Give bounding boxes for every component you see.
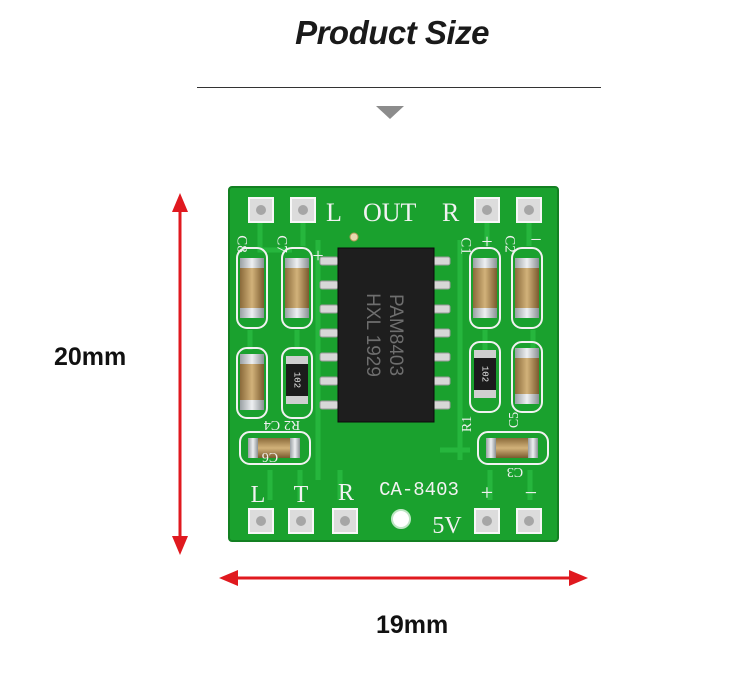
silk-R-top: R [442, 198, 460, 227]
resistors: 102 102 [286, 350, 496, 404]
silk-R1: R1 [460, 416, 475, 432]
triangle-down-icon [376, 106, 404, 119]
page-title: Product Size [295, 14, 489, 51]
height-arrow [172, 193, 188, 555]
pcb-board: 102 102 PAM8403 HXL [228, 186, 559, 542]
chip-lot-code: HXL 1929 [362, 293, 383, 377]
width-arrow [219, 570, 588, 586]
via [349, 232, 359, 242]
silk-C6: C6 [262, 449, 278, 464]
silk-L-top: L [326, 198, 342, 227]
silk-plus-power: + [481, 480, 493, 505]
silk-C5: C5 [507, 412, 522, 428]
mounting-hole [391, 509, 411, 529]
resistor-marking-right: 102 [480, 366, 490, 382]
bottom-pads [248, 508, 542, 534]
silk-C7: C7 [274, 235, 290, 253]
silk-C2: C2 [502, 235, 518, 253]
silk-plus-c7: + [312, 245, 323, 267]
top-pads [248, 197, 542, 223]
resistor-marking-left: 102 [292, 372, 302, 388]
board-model-label: CA-8403 [379, 479, 459, 501]
silk-minus-power: − [525, 480, 537, 505]
silk-minus-c2: − [530, 229, 541, 251]
chip-part-number: PAM8403 [385, 294, 406, 376]
silk-R-input: R [338, 480, 354, 506]
silkscreen-outlines [236, 247, 549, 465]
silk-C4: C4 [264, 417, 280, 432]
silk-OUT: OUT [363, 198, 417, 227]
silk-C1: C1 [458, 237, 474, 255]
silk-C8: C8 [234, 235, 250, 253]
silk-L-input: L [251, 482, 266, 508]
width-dimension-label: 19mm [376, 611, 449, 639]
capacitors [240, 258, 539, 458]
ic-chip: PAM8403 HXL 1929 [319, 247, 451, 423]
silk-T-input: T [294, 482, 309, 508]
silk-C3: C3 [507, 464, 523, 479]
height-dimension-label: 20mm [54, 343, 127, 371]
silk-plus-c1: + [481, 231, 492, 253]
title-divider [197, 87, 601, 88]
silk-5V: 5V [432, 513, 462, 539]
silk-R2: R2 [284, 417, 300, 432]
pcb-traces [247, 222, 536, 500]
